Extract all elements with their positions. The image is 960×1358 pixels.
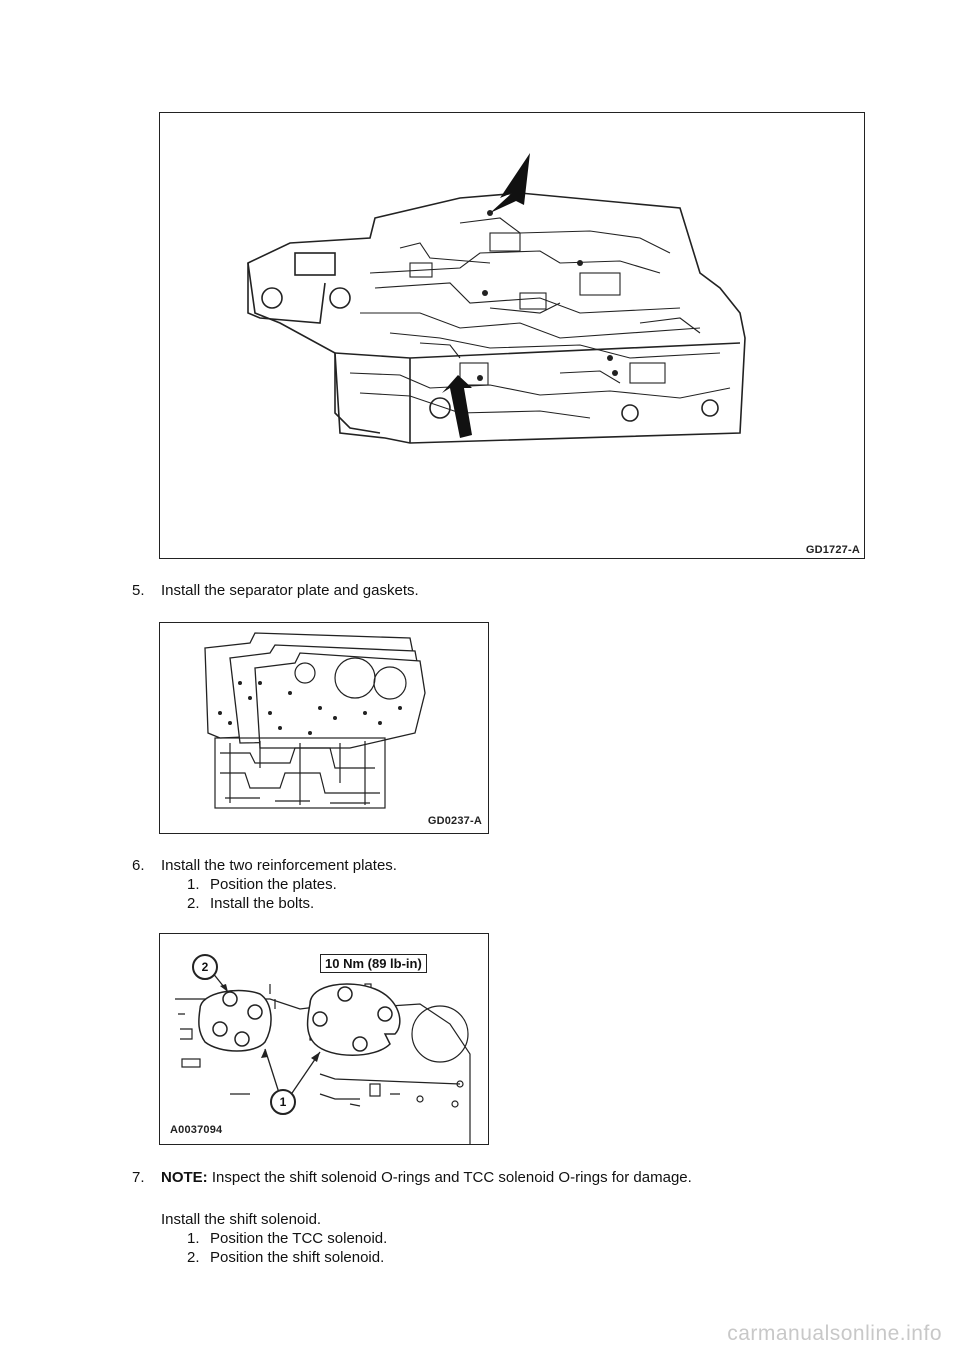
separator-plate-illustration <box>204 632 426 809</box>
step-6-sub-2-text: Install the bolts. <box>210 895 315 912</box>
step-7-sub-2-number: 2. <box>187 1249 200 1266</box>
torque-callout: 10 Nm (89 lb-in) <box>320 954 427 973</box>
step-7-number: 7. <box>132 1169 145 1186</box>
reinforcement-plates-illustration <box>175 971 471 1144</box>
step-6-number: 6. <box>132 857 145 874</box>
step-7-note: NOTE: Inspect the shift solenoid O-rings… <box>161 1169 692 1186</box>
figure-code: A0037094 <box>170 1124 223 1136</box>
valve-body-illustration <box>247 153 746 444</box>
note-text: Inspect the shift solenoid O-rings and T… <box>207 1169 692 1186</box>
step-5-number: 5. <box>132 582 145 599</box>
step-6-sub-2-number: 2. <box>187 895 200 912</box>
figure-reinforcement-plates: 10 Nm (89 lb-in) 2 1 A0037094 <box>159 933 489 1145</box>
step-7-sub-2-text: Position the shift solenoid. <box>210 1249 385 1266</box>
figure-code: GD0237-A <box>427 815 482 827</box>
step-7-text: Install the shift solenoid. <box>161 1211 322 1228</box>
step-7-sub-1-text: Position the TCC solenoid. <box>210 1230 388 1247</box>
step-6-text: Install the two reinforcement plates. <box>161 857 397 874</box>
step-6-sub-1-number: 1. <box>187 876 200 893</box>
step-6-sub-1-text: Position the plates. <box>210 876 337 893</box>
note-label: NOTE: <box>161 1169 208 1186</box>
callout-2: 2 <box>192 954 218 980</box>
step-5-text: Install the separator plate and gaskets. <box>161 582 419 599</box>
figure-valve-body: GD1727-A <box>159 112 865 559</box>
figure-code: GD1727-A <box>805 544 860 556</box>
watermark: carmanualsonline.info <box>727 1322 942 1345</box>
figure-separator-plate: GD0237-A <box>159 622 489 834</box>
step-7-sub-1-number: 1. <box>187 1230 200 1247</box>
callout-1: 1 <box>270 1089 296 1115</box>
